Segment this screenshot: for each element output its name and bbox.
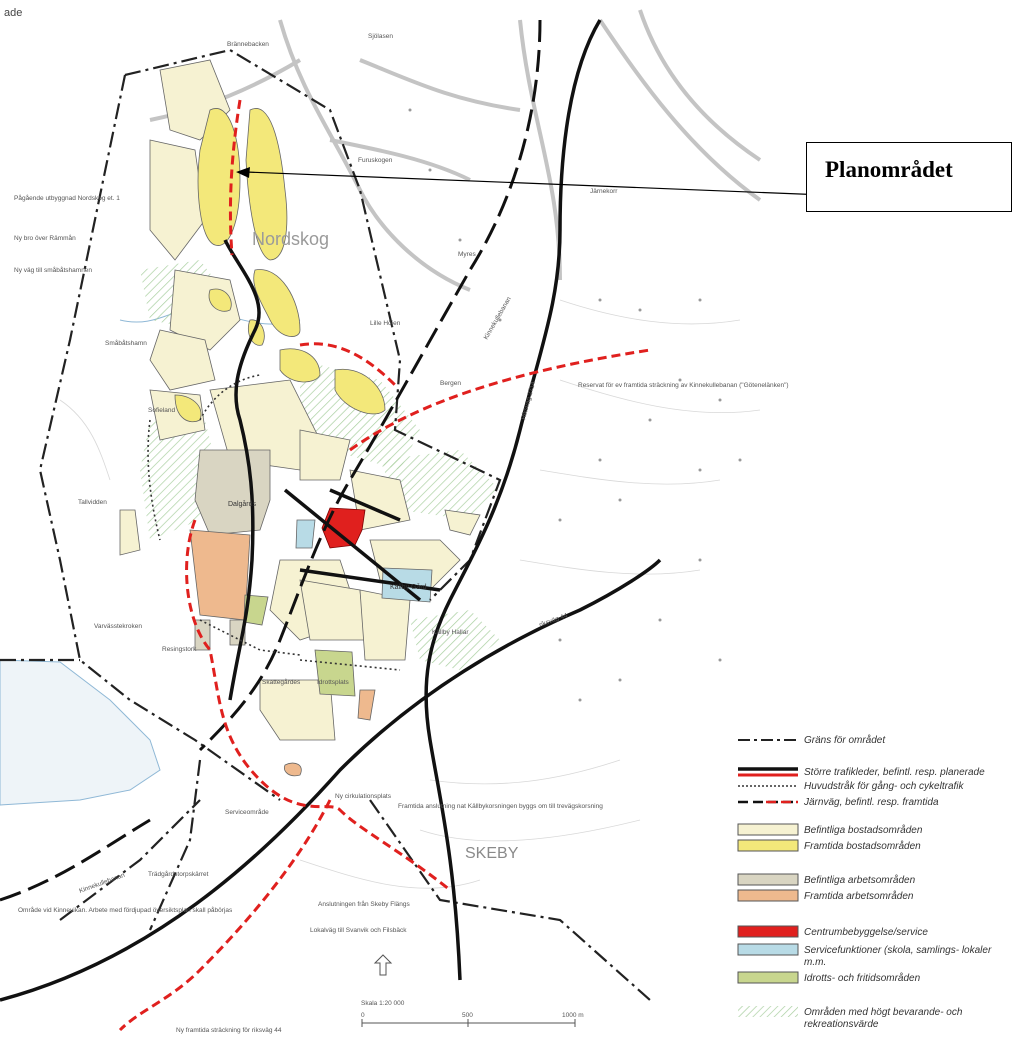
label-riksvag2714: Riksväg 2714 [520, 380, 537, 420]
legend-label-rail: Järnväg, befintl. resp. framtida [804, 797, 939, 808]
label-reservat: Reservat för ev framtida sträckning av K… [578, 382, 789, 389]
label-skeby: SKEBY [465, 845, 519, 862]
centre-areas [321, 507, 366, 549]
conservation-swatch-icon [738, 1006, 798, 1017]
legend-item-housing-future: Framtida bostadsområden [736, 839, 1018, 855]
legend-label-sports: Idrotts- och fritidsområden [804, 973, 921, 984]
legend-item-conservation: Områden med högt bevarande- och rekreati… [736, 1005, 1018, 1033]
existing-roads-grey [149, 9, 762, 292]
label-ny-framtida: Ny framtida sträckning för riksväg 44 [176, 1027, 282, 1034]
label-jarnekorr: Järnekorr [590, 188, 618, 195]
planned-routes [118, 99, 651, 1032]
legend-label-boundary: Gräns för området [804, 735, 886, 746]
label-kallby-hallar: Källby Hallar [432, 629, 469, 636]
corner-text: ade [4, 7, 22, 19]
legend-item-paths: Huvudstråk för gång- och cykeltrafik [736, 779, 1018, 795]
legend-label-work-future: Framtida arbetsområden [804, 891, 914, 902]
label-sofieland: Sofieland [148, 407, 175, 414]
boundary-symbol-icon [738, 739, 798, 741]
service-swatch-icon [737, 943, 799, 956]
label-ny-bro: Ny bro över Rämmån [14, 234, 76, 242]
housing-future-swatch-icon [737, 839, 799, 852]
legend-item-roads: Större trafikleder, befintl. resp. plane… [736, 765, 1018, 781]
legend-label-service: Servicefunktioner (skola, samlings- loka… [804, 945, 992, 968]
sports-areas [243, 594, 356, 697]
callout-label: Planområdet [825, 157, 953, 182]
rail-symbol-icon [738, 800, 798, 804]
label-dalgards: Dalgårds [228, 500, 257, 508]
future-housing-areas [174, 108, 386, 423]
label-kinnekullebanan-2: Kinnekullebanan [78, 872, 126, 895]
legend-label-centre: Centrumbebyggelse/service [804, 927, 928, 938]
plan-area-callout: Planområdet [806, 142, 1012, 212]
footpaths [147, 374, 401, 671]
scale-tick-1000: 1000 m [562, 1012, 584, 1019]
sports-swatch-icon [737, 971, 799, 984]
label-kallby-gard: Källby Gård [390, 583, 427, 591]
label-bergen: Bergen [440, 380, 461, 387]
legend-label-conservation: Områden med högt bevarande- och rekreati… [804, 1007, 963, 1030]
boundary-lines [0, 48, 651, 1001]
scale-bar: Skala 1:20 000 0 500 1000 m [361, 1000, 584, 1027]
label-furuskogen: Furuskogen [358, 157, 393, 164]
future-work-areas [189, 529, 376, 777]
label-lokalvag: Lokalväg till Svanvik och Filsbäck [310, 927, 407, 934]
label-omrade-kinnevikan: Område vid Kinnevikan. Arbete med fördju… [18, 906, 233, 914]
housing-existing-swatch-icon [737, 823, 799, 836]
scale-tick-500: 500 [462, 1012, 473, 1019]
label-ny-cirkulationsplats: Ny cirkulationsplats [335, 793, 392, 800]
label-varvasstekroken: Varvässtekroken [94, 623, 142, 630]
north-arrow-icon [373, 954, 393, 976]
label-skattegardes: Skattegårdes [262, 678, 301, 686]
label-sjolasen: Sjölasen [368, 33, 393, 40]
label-smabatshamn: Småbåtshamn [105, 339, 147, 347]
label-serviceomrade: Serviceområde [225, 808, 269, 816]
label-nordskog: Nordskog [252, 229, 329, 249]
scale-label: Skala 1:20 000 [361, 1000, 405, 1007]
path-symbol-icon [738, 785, 798, 787]
work-future-swatch-icon [737, 889, 799, 902]
map-labels: Brännebacken Sjölasen Furuskogen Järneko… [14, 33, 789, 1034]
callout-arrow [236, 167, 851, 197]
legend-item-work-future: Framtida arbetsområden [736, 889, 1018, 905]
centre-swatch-icon [737, 925, 799, 938]
label-tallvidden: Tallvidden [78, 499, 107, 506]
building-dots [408, 108, 742, 702]
work-existing-swatch-icon [737, 873, 799, 886]
legend-label-housing-existing: Befintliga bostadsområden [804, 825, 923, 836]
road-symbol-icon [738, 767, 798, 777]
rail-lines [0, 19, 542, 902]
label-resingstork: Resingstork [162, 646, 197, 653]
label-myres: Myres [458, 251, 476, 258]
legend-item-sports: Idrotts- och fritidsområden [736, 971, 1018, 987]
map-legend: Gräns för området Större trafikleder, be… [736, 733, 1018, 1033]
contour-lines [59, 299, 761, 889]
legend-label-housing-future: Framtida bostadsområden [804, 841, 921, 852]
major-roads [0, 19, 662, 1002]
label-riksvag44: riksväg 44 [538, 612, 569, 629]
legend-item-boundary: Gräns för området [736, 733, 1018, 749]
label-lille-hojen: Lille Höjen [370, 320, 401, 327]
label-tradgardstorpskarret: Trädgårdstorpskärret [148, 870, 209, 878]
label-brannebacken: Brännebacken [227, 41, 269, 48]
label-ny-vag: Ny väg till småbåtshamnen [14, 266, 92, 274]
label-idrottsplats: Idrottsplats [317, 679, 350, 686]
legend-item-work-existing: Befintliga arbetsområden [736, 873, 1018, 889]
label-anslutningen-skeby: Anslutningen från Skeby Flängs [318, 900, 411, 908]
legend-item-centre: Centrumbebyggelse/service [736, 925, 1018, 941]
scale-tick-0: 0 [361, 1012, 365, 1019]
legend-label-roads: Större trafikleder, befintl. resp. plane… [804, 767, 985, 778]
legend-label-work-existing: Befintliga arbetsområden [804, 875, 916, 886]
label-pagaende: Pågående utbyggnad Nordskog et. 1 [14, 194, 120, 202]
label-framtida-anslutning: Framtida anslutning nat Källbykorsningen… [398, 803, 603, 810]
lake-water [0, 659, 161, 806]
label-kinnekullebanan: Kinnekullebanan [483, 296, 513, 341]
legend-item-housing-existing: Befintliga bostadsområden [736, 823, 1018, 839]
legend-item-rail: Järnväg, befintl. resp. framtida [736, 795, 1018, 811]
legend-label-paths: Huvudstråk för gång- och cykeltrafik [804, 781, 964, 792]
legend-item-service: Servicefunktioner (skola, samlings- loka… [736, 943, 1018, 971]
